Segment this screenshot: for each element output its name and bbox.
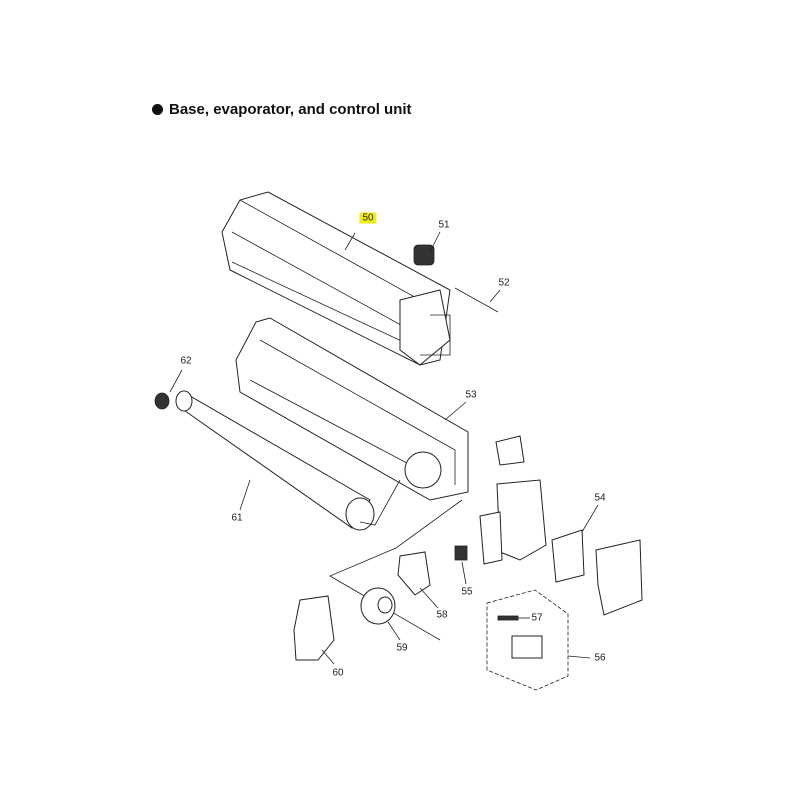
part-label-55[interactable]: 55 bbox=[461, 586, 473, 598]
part-60-cover bbox=[293, 595, 335, 665]
part-label-60[interactable]: 60 bbox=[332, 667, 344, 679]
part-51-motor bbox=[413, 231, 441, 266]
part-54-pcb bbox=[551, 504, 599, 583]
part-label-56[interactable]: 56 bbox=[594, 652, 606, 664]
part-label-62[interactable]: 62 bbox=[180, 355, 192, 367]
part-label-52[interactable]: 52 bbox=[498, 277, 510, 289]
part-62-bearing bbox=[154, 369, 183, 410]
part-52-sensor-wire bbox=[454, 287, 501, 313]
part-control-cover bbox=[595, 539, 643, 616]
bullet-icon bbox=[152, 104, 163, 115]
part-55-terminal bbox=[454, 545, 468, 585]
part-label-54[interactable]: 54 bbox=[594, 492, 606, 504]
part-61-cross-flow-fan bbox=[175, 390, 401, 531]
part-label-50[interactable]: 50 bbox=[359, 212, 377, 224]
part-53-base-frame bbox=[235, 317, 469, 501]
part-control-box bbox=[479, 435, 547, 565]
part-50-evaporator bbox=[221, 191, 451, 366]
part-59-fan-motor bbox=[360, 587, 401, 641]
section-title: Base, evaporator, and control unit bbox=[152, 101, 412, 118]
part-label-58[interactable]: 58 bbox=[436, 609, 448, 621]
part-56-display-assembly bbox=[486, 589, 591, 691]
part-label-53[interactable]: 53 bbox=[465, 389, 477, 401]
part-label-51[interactable]: 51 bbox=[438, 219, 450, 231]
part-label-57[interactable]: 57 bbox=[531, 612, 543, 624]
section-title-text: Base, evaporator, and control unit bbox=[169, 101, 412, 118]
part-label-59[interactable]: 59 bbox=[396, 642, 408, 654]
part-label-61[interactable]: 61 bbox=[231, 512, 243, 524]
part-58-motor-bracket bbox=[397, 551, 439, 609]
